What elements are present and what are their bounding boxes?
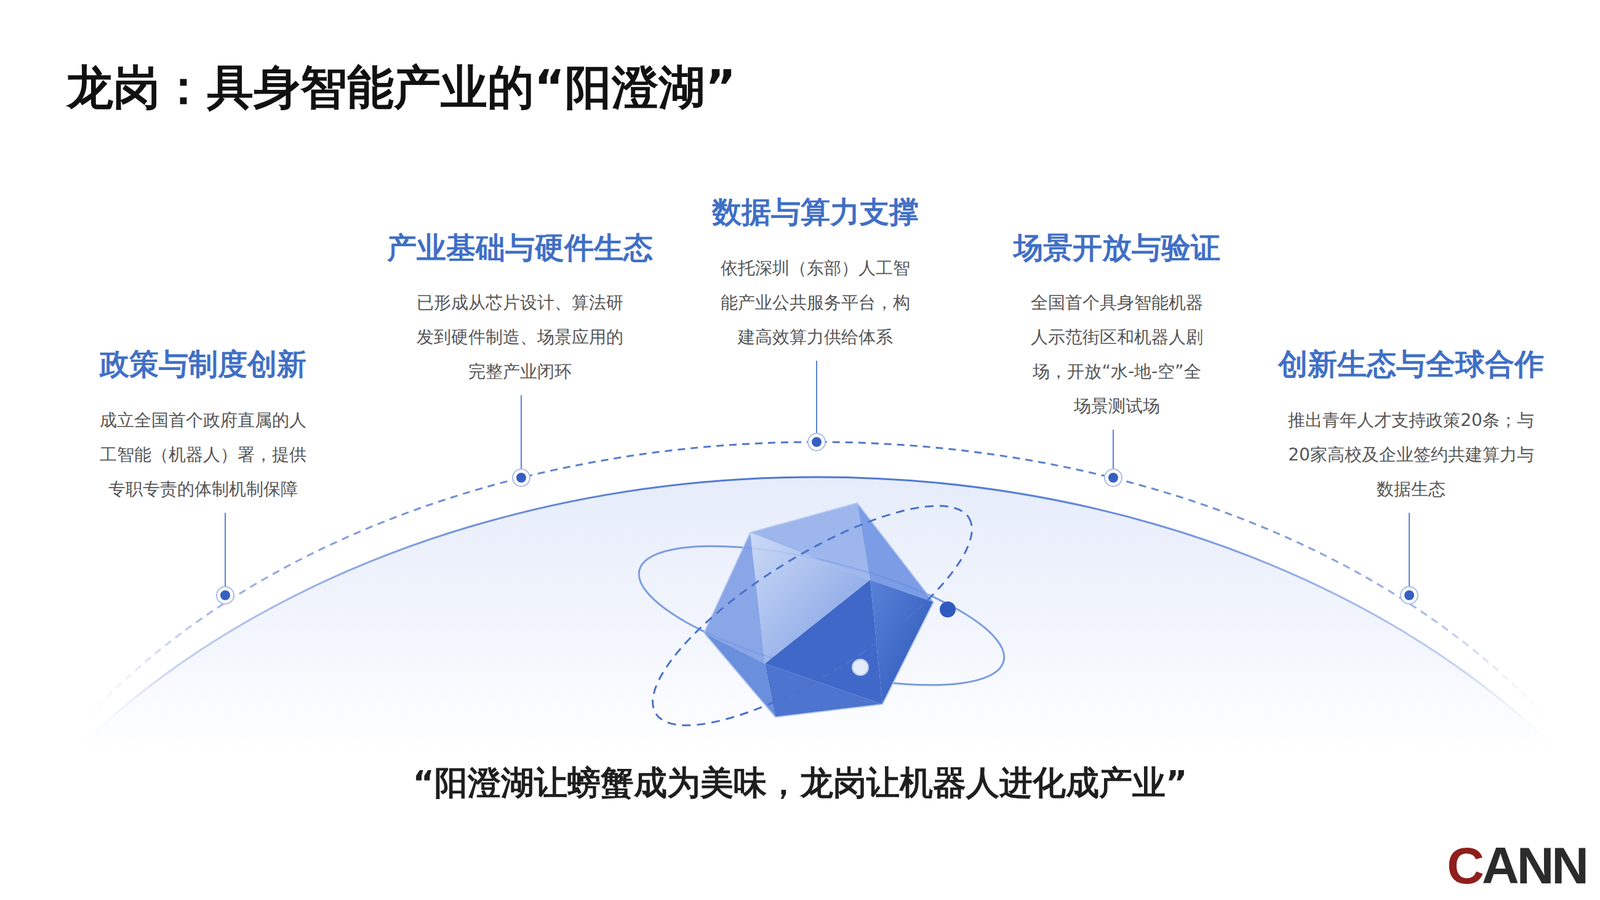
icosahedron	[624, 467, 1057, 763]
leader-line	[1408, 512, 1410, 587]
leader-line	[224, 512, 226, 587]
page-title: 龙岗：具身智能产业的“阳澄湖”	[66, 56, 736, 120]
anchor-dot-ring	[808, 433, 826, 451]
brand-logo: CANN	[1446, 839, 1587, 892]
leader-line	[520, 395, 522, 469]
pillar-text: 推出青年人才支持政策20条；与20家高校及企业签约共建算力与数据生态	[1286, 403, 1536, 507]
pillar-heading: 创新生态与全球合作	[1278, 344, 1544, 384]
pillar-heading: 产业基础与硬件生态	[387, 228, 653, 268]
anchor-dot	[516, 472, 527, 483]
slogan-caption: “阳澄湖让螃蟹成为美味，龙岗让机器人进化成产业”	[412, 760, 1188, 806]
pillar-heading: 数据与算力支撑	[712, 192, 919, 232]
pillar-text: 依托深圳（东部）人工智能产业公共服务平台，构建高效算力供给体系	[716, 251, 915, 355]
pillar-heading: 场景开放与验证	[1013, 228, 1221, 268]
ground-fade	[0, 747, 1600, 900]
sphere-body	[0, 476, 1600, 900]
leader-line	[1112, 429, 1114, 469]
pillar-text: 已形成从芯片设计、算法研发到硬件制造、场景应用的完整产业闭环	[412, 285, 628, 389]
pillar-text: 全国首个具身智能机器人示范街区和机器人剧场，开放“水-地-空”全场景测试场	[1026, 285, 1208, 424]
pillar-text: 成立全国首个政府直属的人工智能（机器人）署，提供专职专责的体制机制保障	[95, 403, 311, 507]
anchor-dot-ring	[1400, 586, 1418, 604]
anchor-dot-ring	[1104, 468, 1122, 487]
anchor-dot	[220, 590, 231, 600]
anchor-dot	[811, 436, 822, 447]
anchor-dot-ring	[216, 586, 234, 604]
anchor-dot	[1404, 590, 1415, 600]
pillar-heading: 政策与制度创新	[99, 344, 307, 384]
anchor-dot-ring	[512, 468, 530, 487]
dashed-arc	[0, 441, 1600, 900]
leader-line	[816, 360, 818, 434]
anchor-dot	[1108, 472, 1119, 483]
